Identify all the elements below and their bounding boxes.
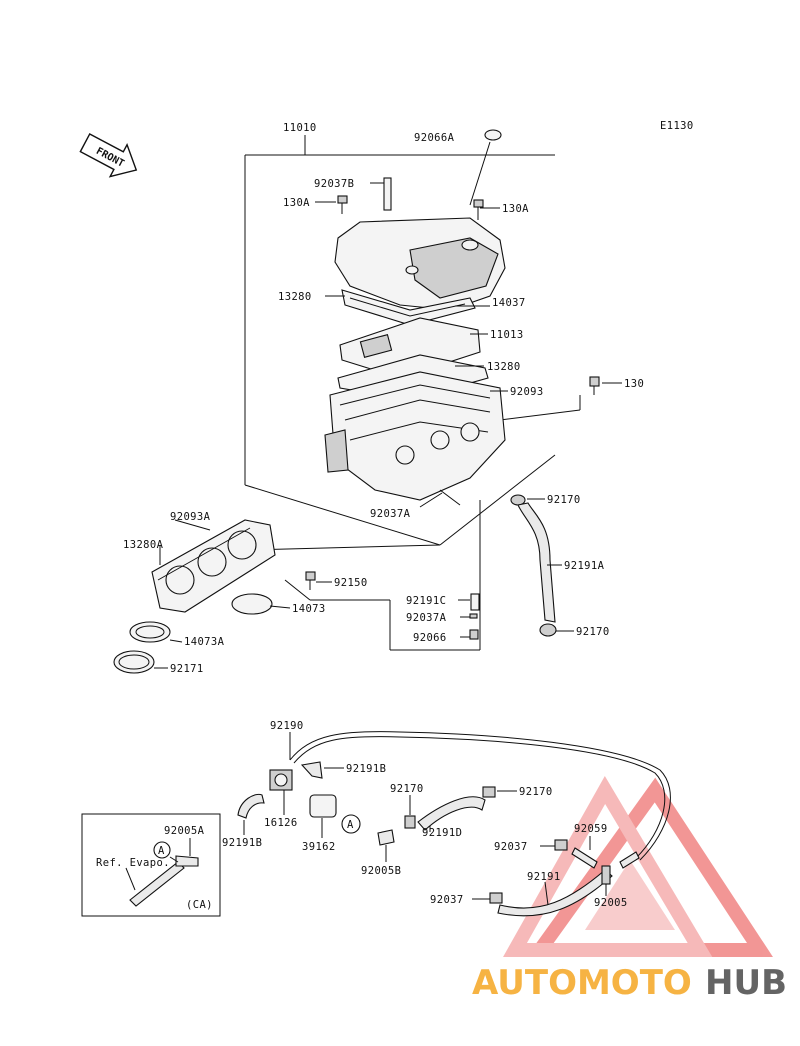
label-92037-b: 92037	[430, 894, 464, 906]
label-14037: 14037	[492, 297, 526, 309]
clamp-92170-d	[482, 786, 496, 798]
label-92037A-a: 92037A	[370, 508, 411, 520]
clamp-92037-a	[554, 839, 568, 851]
clamp-92170-b	[539, 623, 557, 637]
bolt-92150	[305, 571, 316, 590]
clamp-92037-b	[489, 892, 503, 904]
label-14073: 14073	[292, 603, 326, 615]
circle-a-marker-1: A	[341, 814, 361, 834]
bolt-130	[589, 376, 600, 395]
california-inset: A	[81, 813, 221, 917]
label-92170-d: 92170	[519, 786, 553, 798]
label-92005: 92005	[594, 897, 628, 909]
bracket-lines	[244, 135, 581, 651]
bolt-130A-left	[337, 195, 348, 214]
label-92191: 92191	[527, 871, 561, 883]
label-92037B: 92037B	[314, 178, 354, 190]
duct-92093A	[151, 519, 276, 613]
diagram-code: E1130	[660, 120, 694, 132]
label-92191A: 92191A	[564, 560, 605, 572]
label-92191D: 92191D	[422, 827, 462, 839]
label-92066A: 92066A	[414, 132, 455, 144]
leader-lines	[154, 182, 622, 906]
clamp-92170-c	[404, 815, 416, 829]
label-92005A: 92005A	[164, 825, 205, 837]
hose-92191	[497, 869, 613, 917]
hose-92191D	[417, 796, 486, 831]
cap-92066	[469, 629, 479, 640]
air-cleaner-housing	[324, 371, 506, 501]
tube-92191C	[439, 489, 480, 611]
label-130A-right: 130A	[502, 203, 529, 215]
label-13280-mid: 13280	[487, 361, 521, 373]
fitting-92005	[601, 851, 640, 885]
label-92191C: 92191C	[406, 595, 446, 607]
clamp-92171	[113, 650, 155, 674]
hose-92191B-low	[237, 793, 265, 819]
tube-92037B	[383, 177, 392, 211]
canister-39162	[309, 794, 337, 818]
label-92190: 92190	[270, 720, 304, 732]
label-92005B: 92005B	[361, 865, 401, 877]
label-11013: 11013	[490, 329, 524, 341]
tube-92059	[571, 847, 598, 869]
watermark-text: AUTOMOTO HUB	[472, 963, 787, 1003]
hose-92191A	[517, 502, 556, 623]
hose-92190	[289, 731, 671, 861]
bolt-130A-right	[473, 199, 484, 220]
valve-16126	[269, 769, 293, 791]
tee-92005B	[377, 829, 395, 846]
label-92170-b: 92170	[576, 626, 610, 638]
label-92093: 92093	[510, 386, 544, 398]
label-ref-evapo: Ref. Evapo.	[96, 857, 170, 869]
label-92170-c: 92170	[390, 783, 424, 795]
air-cleaner-cover	[334, 217, 506, 311]
label-92093A: 92093A	[170, 511, 211, 523]
label-92066: 92066	[413, 632, 447, 644]
elbow-92191B-top	[300, 761, 323, 779]
watermark-part2: HUB	[705, 963, 787, 1003]
label-130: 130	[624, 378, 644, 390]
watermark-part1: AUTOMOTO	[472, 963, 692, 1003]
label-14073A: 14073A	[184, 636, 225, 648]
label-92037-a: 92037	[494, 841, 528, 853]
front-arrow-icon: FRONT	[79, 133, 138, 178]
clamp-14073	[231, 593, 273, 615]
cap-92066A	[469, 129, 502, 206]
label-92059: 92059	[574, 823, 608, 835]
label-92191B-top: 92191B	[346, 763, 386, 775]
label-13280-top: 13280	[278, 291, 312, 303]
label-ca: (CA)	[186, 899, 213, 911]
gasket-13280-top	[341, 289, 476, 326]
label-130A-left: 130A	[283, 197, 310, 209]
circle-a-text-1: A	[347, 819, 354, 831]
label-13280A: 13280A	[123, 539, 164, 551]
part-labels: E1130 11010 92066A 92037B 130A 130A 1328…	[96, 120, 694, 911]
label-92170-a: 92170	[547, 494, 581, 506]
fitting-92037A	[469, 613, 478, 619]
label-16126: 16126	[264, 817, 298, 829]
label-92191B-low: 92191B	[222, 837, 262, 849]
label-39162: 39162	[302, 841, 336, 853]
circle-a-text-2: A	[158, 845, 165, 857]
label-11010: 11010	[283, 122, 317, 134]
watermark-logo	[503, 776, 773, 957]
label-92171: 92171	[170, 663, 204, 675]
label-92150: 92150	[334, 577, 368, 589]
label-92037A-b: 92037A	[406, 612, 447, 624]
joint-14073A	[129, 621, 171, 643]
